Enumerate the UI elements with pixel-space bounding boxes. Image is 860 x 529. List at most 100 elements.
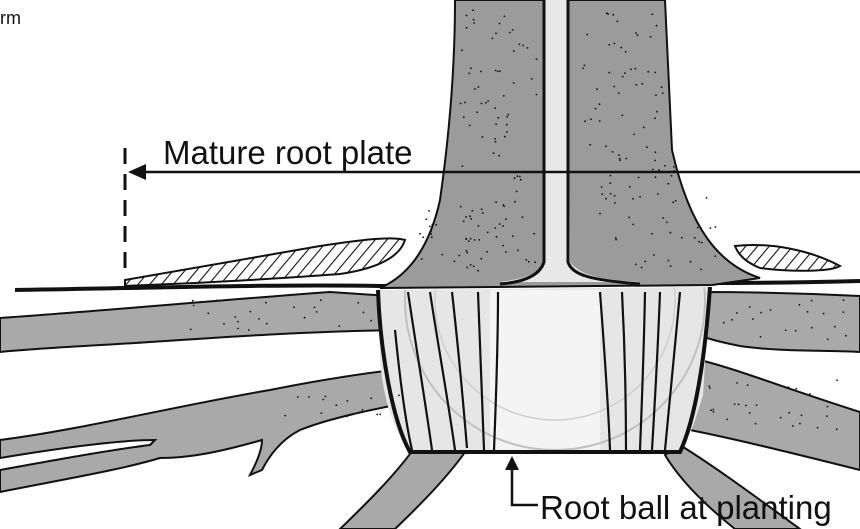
stipple-dot <box>335 404 337 406</box>
stipple-dot <box>338 325 340 327</box>
stipple-dot <box>701 242 703 244</box>
stipple-dot <box>503 205 505 207</box>
stipple-dot <box>620 47 622 49</box>
stipple-dot <box>497 71 499 73</box>
stipple-dot <box>466 267 468 269</box>
stipple-dot <box>632 198 634 200</box>
stipple-dot <box>823 313 825 315</box>
stipple-dot <box>470 218 472 220</box>
stipple-dot <box>471 210 473 212</box>
stipple-dot <box>712 409 714 411</box>
stipple-dot <box>497 117 499 119</box>
stipple-dot <box>605 198 607 200</box>
stipple-dot <box>432 224 434 226</box>
stipple-dot <box>421 258 423 260</box>
stipple-dot <box>608 72 610 74</box>
stipple-dot <box>536 58 538 60</box>
stipple-dot <box>513 50 515 52</box>
stipple-dot <box>836 379 838 381</box>
stipple-dot <box>441 254 443 256</box>
stipple-dot <box>308 396 310 398</box>
stipple-dot <box>799 304 801 306</box>
stipple-dot <box>799 423 801 425</box>
stipple-dot <box>468 73 470 75</box>
stipple-dot <box>470 67 472 69</box>
stipple-dot <box>249 311 251 313</box>
stipple-dot <box>657 193 659 195</box>
stipple-dot <box>792 425 794 427</box>
stipple-dot <box>601 193 603 195</box>
stipple-dot <box>476 111 478 113</box>
stipple-dot <box>431 236 433 238</box>
stipple-dot <box>807 311 809 313</box>
stipple-dot <box>641 267 643 269</box>
stipple-dot <box>266 323 268 325</box>
stipple-dot <box>507 114 509 116</box>
stipple-dot <box>734 403 736 405</box>
stipple-dot <box>662 92 664 94</box>
stipple-dot <box>321 412 323 414</box>
stipple-dot <box>422 236 424 238</box>
stipple-dot <box>517 250 519 252</box>
stipple-dot <box>495 201 497 203</box>
stipple-dot <box>638 177 640 179</box>
stipple-dot <box>726 419 728 421</box>
stipple-dot <box>478 86 480 88</box>
stipple-dot <box>615 237 617 239</box>
stipple-dot <box>715 226 717 228</box>
stipple-dot <box>463 220 465 222</box>
stipple-dot <box>466 250 468 252</box>
stipple-dot <box>843 311 845 313</box>
stipple-dot <box>654 117 656 119</box>
stipple-dot <box>485 102 487 104</box>
stipple-dot <box>504 136 506 138</box>
stipple-dot <box>826 415 828 417</box>
stipple-dot <box>297 396 299 398</box>
stipple-dot <box>671 175 673 177</box>
stipple-dot <box>827 406 829 408</box>
stipple-dot <box>650 36 652 38</box>
stipple-dot <box>651 233 653 235</box>
stipple-dot <box>780 417 782 419</box>
stipple-dot <box>710 227 712 229</box>
stipple-dot <box>586 34 588 36</box>
stipple-dot <box>646 146 648 148</box>
stipple-dot <box>469 125 471 127</box>
stipple-dot <box>643 127 645 129</box>
stipple-dot <box>216 300 218 302</box>
stipple-dot <box>478 239 480 241</box>
stipple-dot <box>370 320 372 322</box>
stipple-dot <box>435 224 437 226</box>
mulch-right <box>735 245 840 271</box>
stipple-dot <box>458 255 460 257</box>
stipple-dot <box>599 213 601 215</box>
stipple-dot <box>811 300 813 302</box>
stipple-dot <box>628 217 630 219</box>
stipple-dot <box>429 226 431 228</box>
stipple-dot <box>647 71 649 73</box>
stipple-dot <box>668 260 670 262</box>
stipple-dot <box>633 134 635 136</box>
stipple-dot <box>614 195 616 197</box>
stipple-dot <box>454 260 456 262</box>
stipple-dot <box>582 67 584 69</box>
stipple-dot <box>316 311 318 313</box>
stipple-dot <box>619 159 621 161</box>
stipple-dot <box>658 169 660 171</box>
stipple-dot <box>461 49 463 51</box>
stipple-dot <box>431 233 433 235</box>
stipple-dot <box>736 382 738 384</box>
stipple-dot <box>673 166 675 168</box>
stipple-dot <box>525 259 527 261</box>
stipple-dot <box>491 38 493 40</box>
stipple-dot <box>192 300 194 302</box>
stipple-dot <box>827 339 829 341</box>
stipple-dot <box>522 216 524 218</box>
stipple-dot <box>801 414 803 416</box>
stipple-dot <box>675 200 677 202</box>
stipple-dot <box>509 32 511 34</box>
root-left-lower <box>0 368 420 492</box>
stipple-dot <box>284 415 286 417</box>
stipple-dot <box>465 238 467 240</box>
stipple-dot <box>237 321 239 323</box>
